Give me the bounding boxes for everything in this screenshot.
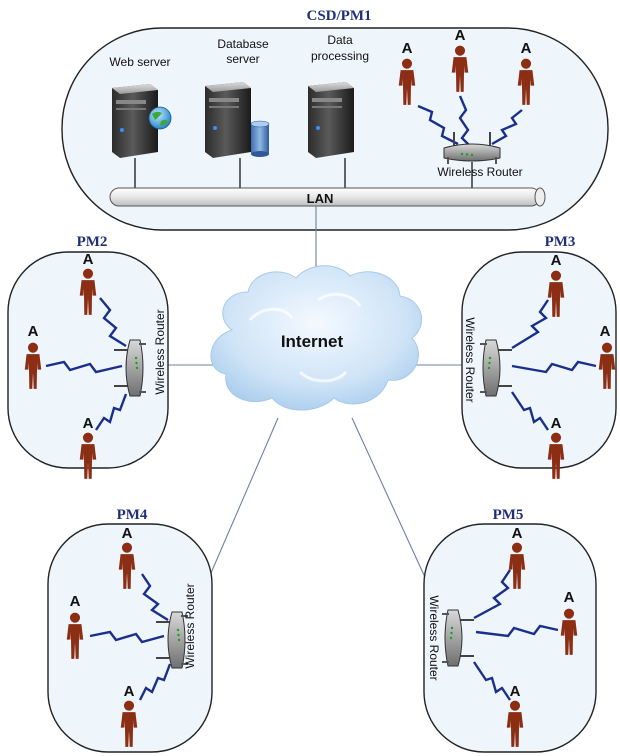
zone-pm5-boundary [423,523,597,753]
pm3-agent-3-label: A [551,415,562,432]
pm3-wireless-link-3 [511,391,549,431]
pm5-wireless-link-1 [473,569,511,620]
pm1-wireless-link-2 [458,95,471,147]
pm4-agent-2-label: A [70,593,81,610]
processing-server-label-line1: Data [327,33,353,47]
database-server-icon [205,82,270,158]
pm5-wireless-link-2 [475,624,559,638]
internet-label: Internet [281,332,344,351]
database-cylinder-icon [250,120,270,157]
pm4-agent-1-label: A [122,525,133,542]
zone-pm4-boundary [47,523,213,753]
zone-pm1-title: CSD/PM1 [307,8,372,24]
zone-pm3-title: PM3 [545,234,576,250]
pm5-router-label: Wireless Router [427,595,441,680]
pm3-router-label: Wireless Router [463,317,477,402]
processing-server-icon [308,82,354,158]
globe-icon [148,106,172,130]
pm4-agent-3-label: A [124,683,135,700]
pm3-wireless-link-2 [511,360,597,374]
zone-pm2-title: PM2 [77,234,108,250]
zone-pm3-boundary [461,251,617,469]
lan-bus [109,187,546,207]
zone-pm4-title: PM4 [117,507,148,523]
pm1-router-label: Wireless Router [437,165,522,179]
pm1-wireless-link-3 [491,109,523,146]
pm2-router-label: Wireless Router [153,309,167,394]
pm2-wireless-link-3 [95,393,128,431]
processing-server-label-line2: processing [311,49,369,63]
pm4-router-label: Wireless Router [183,583,197,668]
lan-label: LAN [307,191,334,206]
pm1-agent-3-label: A [521,40,532,57]
pm4-wireless-link-1 [141,573,169,622]
database-server-label-line1: Database [217,37,269,51]
pm5-agent-1-label: A [512,525,523,542]
pm3-agent-2-label: A [600,323,611,340]
pm2-agent-2-label: A [28,323,39,340]
pm4-wireless-link-3 [138,663,172,701]
pm2-agent-3-label: A [83,415,94,432]
pm2-wireless-link-2 [45,360,123,374]
pm3-agent-1-label: A [551,252,562,269]
web-server-icon [112,84,172,158]
zone-pm2-boundary [7,251,169,469]
pm3-wireless-link-1 [511,299,549,350]
pm2-agent-1-label: A [83,251,94,268]
pm5-agent-2-label: A [564,589,575,606]
internet-cloud-icon [210,265,422,411]
pm1-agent-1-label: A [402,40,413,57]
pm1-agent-2-label: A [455,27,466,44]
pm1-wireless-link-1 [417,104,459,146]
pm5-wireless-link-3 [473,661,511,701]
pm5-agent-3-label: A [510,683,521,700]
pm2-wireless-link-1 [99,297,127,348]
zone-pm5-title: PM5 [493,507,524,523]
web-server-label: Web server [109,55,170,69]
database-server-label-line2: server [226,52,259,66]
pm4-wireless-link-2 [89,630,165,644]
